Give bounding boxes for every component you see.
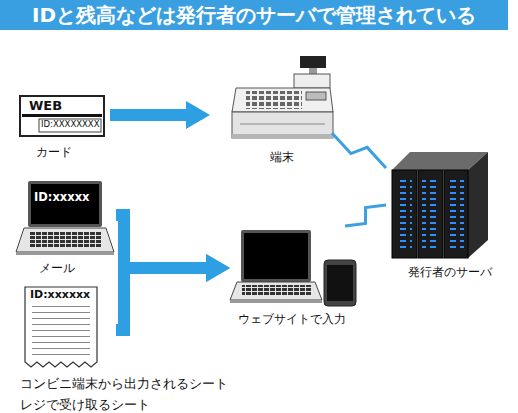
server-lights [448,176,464,252]
node-caption: 端末 [270,151,294,164]
laptop-keyboard [30,232,102,247]
flow-arrow [116,268,206,330]
node-caption: コンビニ端末から出力されるシート [20,377,228,391]
title-banner [0,0,508,30]
sheet-paper [25,287,97,367]
mail-node: ID:xxxxx メール [18,178,116,274]
laptop-edge [230,300,322,303]
terminal-node: 端末 [210,52,332,164]
server-rack [418,170,443,258]
sheet-lines [32,306,90,356]
server-rack [392,170,417,258]
laptop-screen [244,233,308,279]
node-caption: 発行者のサーバ [408,266,492,279]
card-shape [20,96,104,136]
laptop-bezel [28,181,102,227]
node-caption: レジで受け取るシート [20,398,150,412]
card-id-frame [39,119,101,132]
server-lights [422,176,438,252]
laptop-base [230,282,322,300]
node-caption: ウェブサイトで入力 [238,313,346,326]
laptop-keyboard [242,285,312,296]
laptop-bezel [241,230,311,282]
server-lights [396,176,412,252]
website-node: ウェブサイトで入力 [230,226,360,326]
register-drawer [232,112,333,138]
register-printer [294,74,330,88]
card-node: WEB ID:XXXXXXXX カード [18,92,110,160]
screen-id: ID:xxxxx [34,191,90,204]
sheet-id: ID:xxxxxx [30,289,90,301]
register-screen [306,92,326,100]
laptop-base [16,228,114,252]
server-rack [444,170,468,258]
smartphone-screen [327,265,353,301]
diagram-title: IDと残高などは発行者のサーバで管理されている [0,0,508,30]
register-base [232,134,333,139]
register-display [300,56,326,68]
node-caption: カード [36,146,72,159]
node-caption: メール [39,262,75,275]
wireless-link [345,205,386,226]
flow-arrow [116,215,206,268]
laptop-screen [31,184,99,224]
server-side [468,152,488,258]
sheet-node: ID:xxxxxxコンビニ端末から出力されるシートレジで受け取るシート [18,282,116,412]
register-keypad [246,91,302,109]
register-panel [232,88,333,112]
flow-arrow [110,109,186,121]
server-node: 発行者のサーバ [386,145,494,280]
card-id: ID:XXXXXXXX [41,120,100,129]
wireless-link [332,133,386,168]
register-drawer-slot [240,124,325,125]
card-brand: WEB [29,99,62,113]
laptop-edge [16,252,114,255]
card-stripe [22,114,102,117]
smartphone-body [324,260,356,306]
